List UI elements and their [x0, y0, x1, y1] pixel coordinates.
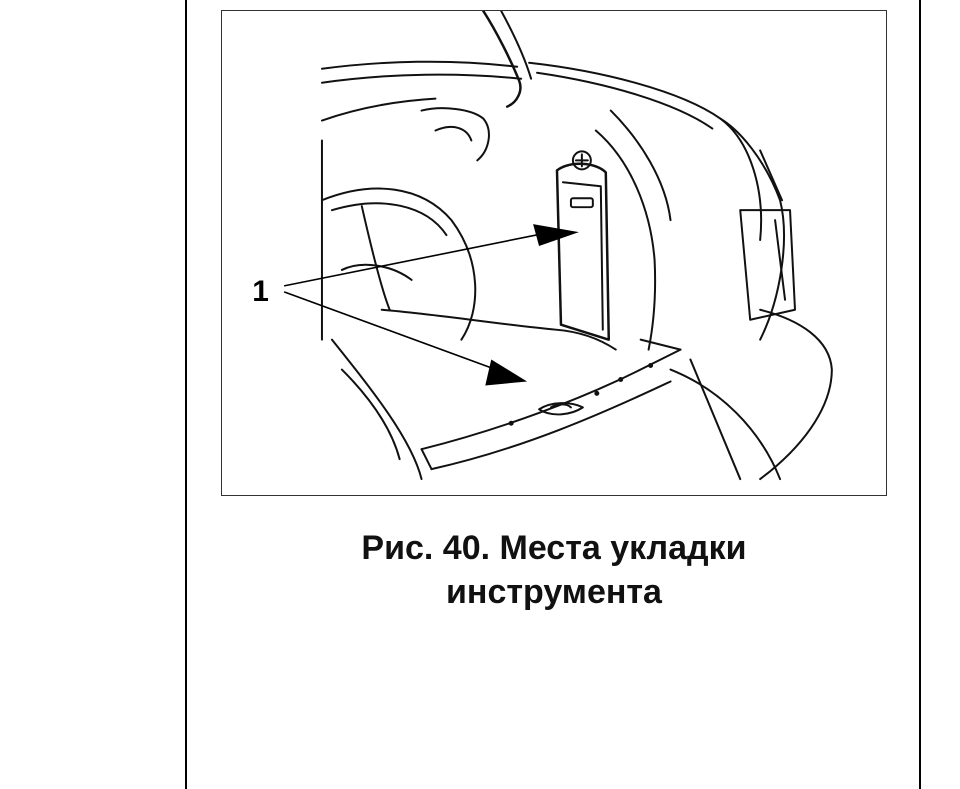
figure-frame: 1 — [221, 10, 887, 496]
figure-caption: Рис. 40. Места укладки инструмента — [221, 526, 887, 614]
page-left-rule — [185, 0, 187, 789]
callout-number: 1 — [252, 275, 269, 308]
page-right-rule — [919, 0, 921, 789]
caption-line-2: инструмента — [446, 573, 662, 611]
trunk-illustration: 1 — [252, 11, 833, 481]
caption-line-1: Рис. 40. Места укладки — [361, 529, 747, 567]
